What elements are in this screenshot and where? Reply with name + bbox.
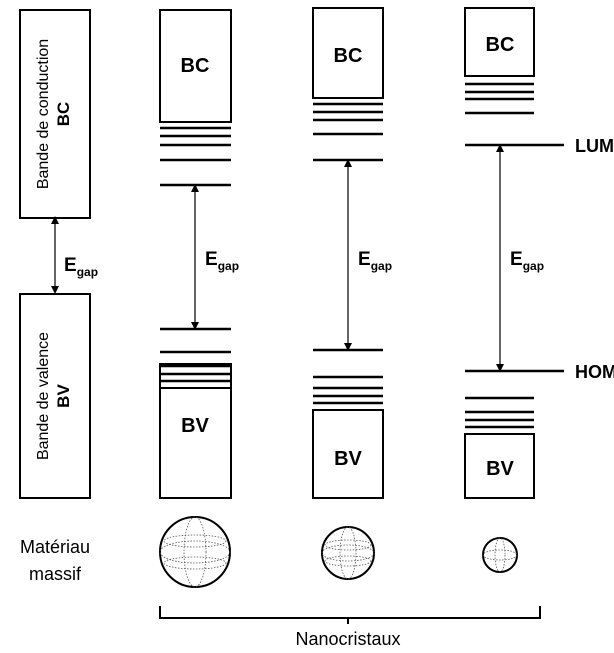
bulk-conduction-band-box [19, 9, 91, 219]
bulk-conduction-band-label: Bande de conduction [35, 39, 52, 189]
nc1-bc-label: BC [181, 55, 210, 77]
nanocrystal-medium-column: BC Egap BV [312, 7, 392, 499]
bulk-column: Bande de conduction BC Egap Bande de val… [19, 9, 98, 499]
nanocrystal-large-column: BC Egap BV [159, 9, 239, 499]
nc1-egap-label: Egap [205, 249, 239, 273]
nc2-bc-box [312, 7, 384, 99]
nanocrystals-bracket [159, 606, 541, 619]
nc2-egap-label: Egap [358, 249, 392, 273]
bulk-material-label-line1: Matériau [20, 537, 90, 557]
nc3-bc-box [464, 7, 535, 77]
nc1-bv-box [159, 387, 232, 499]
bulk-bc-label: BC [54, 102, 73, 127]
nc1-bv-label: BV [181, 415, 209, 437]
nc1-bc-box [159, 9, 232, 123]
bulk-material-label-line2: massif [29, 564, 82, 584]
bulk-bv-label: BV [54, 384, 73, 408]
nc2-bv-label: BV [334, 448, 362, 470]
nc2-bc-label: BC [334, 45, 363, 67]
nanocrystal-sphere-small [482, 537, 518, 573]
bulk-valence-band-label: Bande de valence [35, 332, 52, 460]
nc3-bv-box [464, 433, 535, 499]
lumo-label: LUMO [575, 136, 614, 156]
nc3-bc-label: BC [486, 34, 515, 56]
nanocrystals-label: Nanocristaux [295, 629, 400, 649]
nanocrystal-sphere-medium [321, 526, 375, 580]
bulk-valence-band-box [19, 293, 91, 499]
bulk-egap-label: Egap [64, 255, 98, 279]
nc3-egap-label: Egap [510, 249, 544, 273]
nc3-bv-label: BV [486, 458, 514, 480]
homo-label: HOMO [575, 362, 614, 382]
nanocrystal-sphere-large [159, 516, 231, 588]
nc2-bv-box [312, 409, 384, 499]
nanocrystal-small-column: BC LUMO Egap HOMO BV [464, 7, 614, 499]
